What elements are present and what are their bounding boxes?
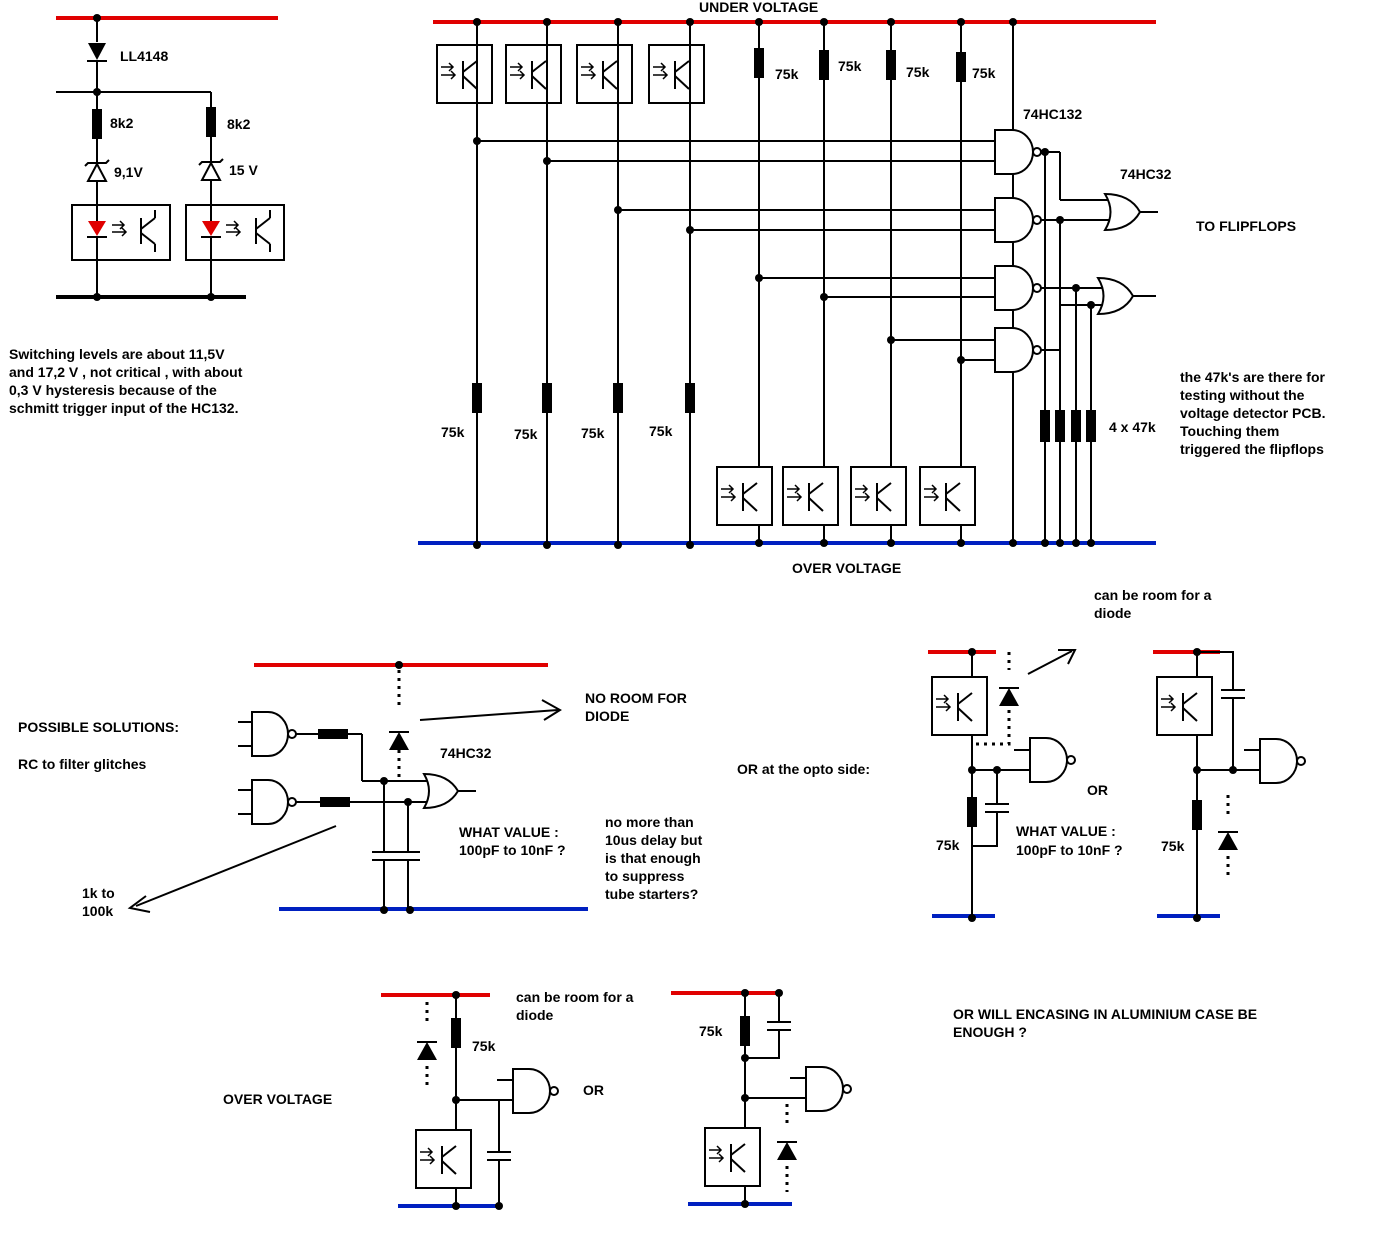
r75k-label-12: 75k xyxy=(699,1023,723,1039)
possible-solutions-label: POSSIBLE SOLUTIONS: xyxy=(18,719,179,735)
zener-9v1-icon xyxy=(84,159,110,206)
what-value-right-label-2: 100pF to 10nF ? xyxy=(1016,842,1123,858)
room-label-1: can be room for a xyxy=(1094,587,1212,603)
or-opto-label: OR at the opto side: xyxy=(737,761,870,777)
what-value-right-label-1: WHAT VALUE : xyxy=(1016,823,1116,839)
range-label-2: 100k xyxy=(82,903,113,919)
r75k-label-2: 75k xyxy=(514,426,538,442)
switching-note-line-4: schmitt trigger input of the HC132. xyxy=(9,400,238,416)
r75k-label-4: 75k xyxy=(649,423,673,439)
nand-ic-label: 74HC132 xyxy=(1023,106,1082,122)
opto-side-solutions: OR at the opto side: can be room for a d… xyxy=(737,587,1306,922)
range-label-1: 1k to xyxy=(82,885,115,901)
rc-filter-solution: POSSIBLE SOLUTIONS: RC to filter glitche… xyxy=(18,661,687,919)
main-logic-circuit: UNDER VOLTAGE OVER VOLTAGE xyxy=(418,0,1296,576)
nand-gates-icon xyxy=(994,129,1042,373)
detector-circuit: LL4148 8k2 8k2 9,1V 15 V xyxy=(56,14,285,301)
r47k-note-line-1: the 47k's are there for xyxy=(1180,369,1326,385)
r75k-label-10: 75k xyxy=(1161,838,1185,854)
r75k-label-9: 75k xyxy=(936,837,960,853)
resistor-8k2-a xyxy=(92,109,102,139)
delay-note: no more than 10us delay but is that enou… xyxy=(605,814,703,902)
switching-note-line-1: Switching levels are about 11,5V xyxy=(9,346,225,362)
ll4148-diode-icon xyxy=(88,43,106,60)
delay-note-line-1: no more than xyxy=(605,814,694,830)
r47k-note-line-5: triggered the flipflops xyxy=(1180,441,1324,457)
over-voltage-bottom-label: OVER VOLTAGE xyxy=(223,1091,332,1107)
what-value-label-2: 100pF to 10nF ? xyxy=(459,842,566,858)
rc-filter-label: RC to filter glitches xyxy=(18,756,147,772)
zener-b-label: 15 V xyxy=(229,162,258,178)
optocoupler-a-icon xyxy=(71,204,171,261)
what-value-label-1: WHAT VALUE : xyxy=(459,824,559,840)
r75k-label-1: 75k xyxy=(441,424,465,440)
or-gates-icon xyxy=(1096,192,1158,316)
under-voltage-label: UNDER VOLTAGE xyxy=(699,0,818,15)
resistor-8k2-a-label: 8k2 xyxy=(110,115,134,131)
or-label-2: OR xyxy=(583,1082,604,1098)
switching-note-line-2: and 17,2 V , not critical , with about xyxy=(9,364,243,380)
r75k-label-3: 75k xyxy=(581,425,605,441)
r75k-label-5: 75k xyxy=(775,66,799,82)
zener-a-label: 9,1V xyxy=(114,164,143,180)
or-ic-bottom-label: 74HC32 xyxy=(440,745,492,761)
upper-optocouplers xyxy=(436,44,705,104)
diode-no-room-icon xyxy=(389,731,409,778)
no-room-label-2: DIODE xyxy=(585,708,629,724)
lower-optocouplers xyxy=(716,466,976,526)
switching-note: Switching levels are about 11,5V and 17,… xyxy=(9,346,243,416)
to-flipflops-label: TO FLIPFLOPS xyxy=(1196,218,1296,234)
or-label-1: OR xyxy=(1087,782,1108,798)
delay-note-line-2: 10us delay but xyxy=(605,832,703,848)
encasing-label-1: OR WILL ENCASING IN ALUMINIUM CASE BE xyxy=(953,1006,1257,1022)
over-voltage-label: OVER VOLTAGE xyxy=(792,560,901,576)
room-bottom-label-1: can be room for a xyxy=(516,989,634,1005)
resistor-8k2-b xyxy=(206,107,216,137)
room-label-2: diode xyxy=(1094,605,1132,621)
r47k-note-line-3: voltage detector PCB. xyxy=(1180,405,1325,421)
ll4148-label: LL4148 xyxy=(120,48,168,64)
or-ic-label: 74HC32 xyxy=(1120,166,1172,182)
r75k-label-11: 75k xyxy=(472,1038,496,1054)
delay-note-line-4: to suppress xyxy=(605,868,685,884)
room-bottom-label-2: diode xyxy=(516,1007,554,1023)
r47k-note-line-2: testing without the xyxy=(1180,387,1305,403)
encasing-label-2: ENOUGH ? xyxy=(953,1024,1027,1040)
r75k-label-8: 75k xyxy=(972,65,996,81)
zener-15v-icon xyxy=(198,158,224,206)
over-voltage-solutions: OVER VOLTAGE can be room for a diode OR … xyxy=(223,989,1257,1210)
r47k-note: the 47k's are there for testing without … xyxy=(1180,369,1326,457)
r47k-label: 4 x 47k xyxy=(1109,419,1156,435)
resistor-8k2-b-label: 8k2 xyxy=(227,116,251,132)
r47k-note-line-4: Touching them xyxy=(1180,423,1279,439)
switching-note-line-3: 0,3 V hysteresis because of the xyxy=(9,382,217,398)
r75k-label-7: 75k xyxy=(906,64,930,80)
no-room-label-1: NO ROOM FOR xyxy=(585,690,687,706)
delay-note-line-3: is that enough xyxy=(605,850,701,866)
delay-note-line-5: tube starters? xyxy=(605,886,698,902)
optocoupler-b-icon xyxy=(185,204,285,261)
r75k-label-6: 75k xyxy=(838,58,862,74)
